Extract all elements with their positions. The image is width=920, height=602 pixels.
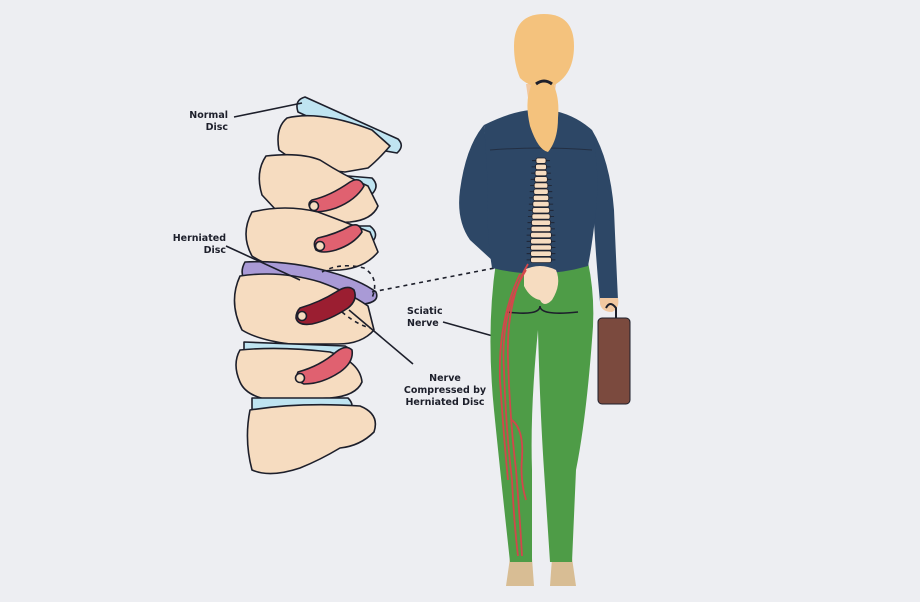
vertebra-3 bbox=[245, 207, 379, 273]
right-shoe bbox=[550, 558, 576, 586]
herniation-dashed-outline-2 bbox=[341, 311, 371, 329]
person-vertebra bbox=[535, 163, 547, 170]
compressed-nerve-cap bbox=[296, 310, 308, 322]
nerve-root-2-cap bbox=[314, 240, 326, 252]
herniated-disc-line-2: Disc bbox=[203, 245, 226, 256]
normal-disc-line-2: Disc bbox=[205, 122, 228, 133]
spine-closeup bbox=[233, 96, 403, 475]
herniated-disc-leader bbox=[225, 245, 301, 281]
vertebra-2 bbox=[258, 153, 379, 225]
sciatic-nerve-label: Sciatic Nerve bbox=[407, 306, 457, 330]
nerve-compressed-line-2: Compressed by bbox=[403, 385, 487, 396]
person-vertebra bbox=[530, 250, 552, 257]
nerve-compressed-line-3: Herniated Disc bbox=[405, 397, 485, 408]
herniation-dashed-outline bbox=[321, 264, 376, 299]
normal-disc-label: Normal Disc bbox=[170, 110, 228, 134]
handbag bbox=[597, 303, 631, 405]
callout-dashed-line bbox=[371, 263, 516, 293]
person-vertebra bbox=[532, 207, 551, 214]
person-vertebra bbox=[532, 200, 550, 208]
nerve-compressed-label: Nerve Compressed by Herniated Disc bbox=[398, 373, 492, 409]
person-vertebra bbox=[530, 256, 552, 264]
hair-tie bbox=[535, 79, 553, 86]
herniated-disc-line-1: Herniated bbox=[172, 233, 226, 244]
nerve-root-4-cap bbox=[294, 372, 306, 384]
left-shoe bbox=[506, 558, 534, 586]
compressed-nerve bbox=[295, 286, 356, 326]
sciatic-nerve-path bbox=[498, 263, 529, 557]
ponytail bbox=[527, 82, 559, 152]
person-vertebra bbox=[535, 157, 547, 164]
person-vertebra bbox=[534, 176, 548, 183]
person-vertebra bbox=[530, 225, 552, 232]
pants bbox=[490, 262, 594, 562]
person-vertebra bbox=[532, 194, 550, 201]
person-vertebra bbox=[533, 182, 549, 189]
person-vertebra bbox=[531, 213, 551, 220]
sciatic-nerve-line-1: Sciatic bbox=[407, 306, 443, 317]
head-hair bbox=[514, 14, 574, 88]
nerve-compressed-line-1: Nerve bbox=[429, 373, 461, 384]
normal-disc-line-1: Normal bbox=[189, 110, 228, 121]
nerve-root-1-cap bbox=[308, 200, 320, 212]
pelvis bbox=[524, 266, 559, 304]
pants-crease bbox=[506, 305, 579, 314]
compressed-nerve-leader bbox=[348, 309, 414, 365]
person-vertebra bbox=[530, 231, 552, 239]
person-vertebra bbox=[530, 244, 552, 251]
nerve-root-4 bbox=[296, 346, 354, 385]
jacket-seam bbox=[489, 147, 593, 151]
person-spine bbox=[526, 157, 556, 264]
sacrum-segment bbox=[246, 403, 377, 475]
normal-disc-leader bbox=[233, 102, 303, 118]
person-vertebra bbox=[533, 188, 549, 195]
person-vertebra bbox=[534, 169, 548, 177]
herniated-disc-label: Herniated Disc bbox=[160, 233, 226, 257]
sciatic-nerve-line-2: Nerve bbox=[407, 318, 439, 329]
person-vertebra bbox=[531, 219, 551, 226]
person-figure bbox=[459, 14, 631, 586]
person-vertebra bbox=[530, 238, 552, 245]
nerve-root-2 bbox=[313, 224, 363, 253]
